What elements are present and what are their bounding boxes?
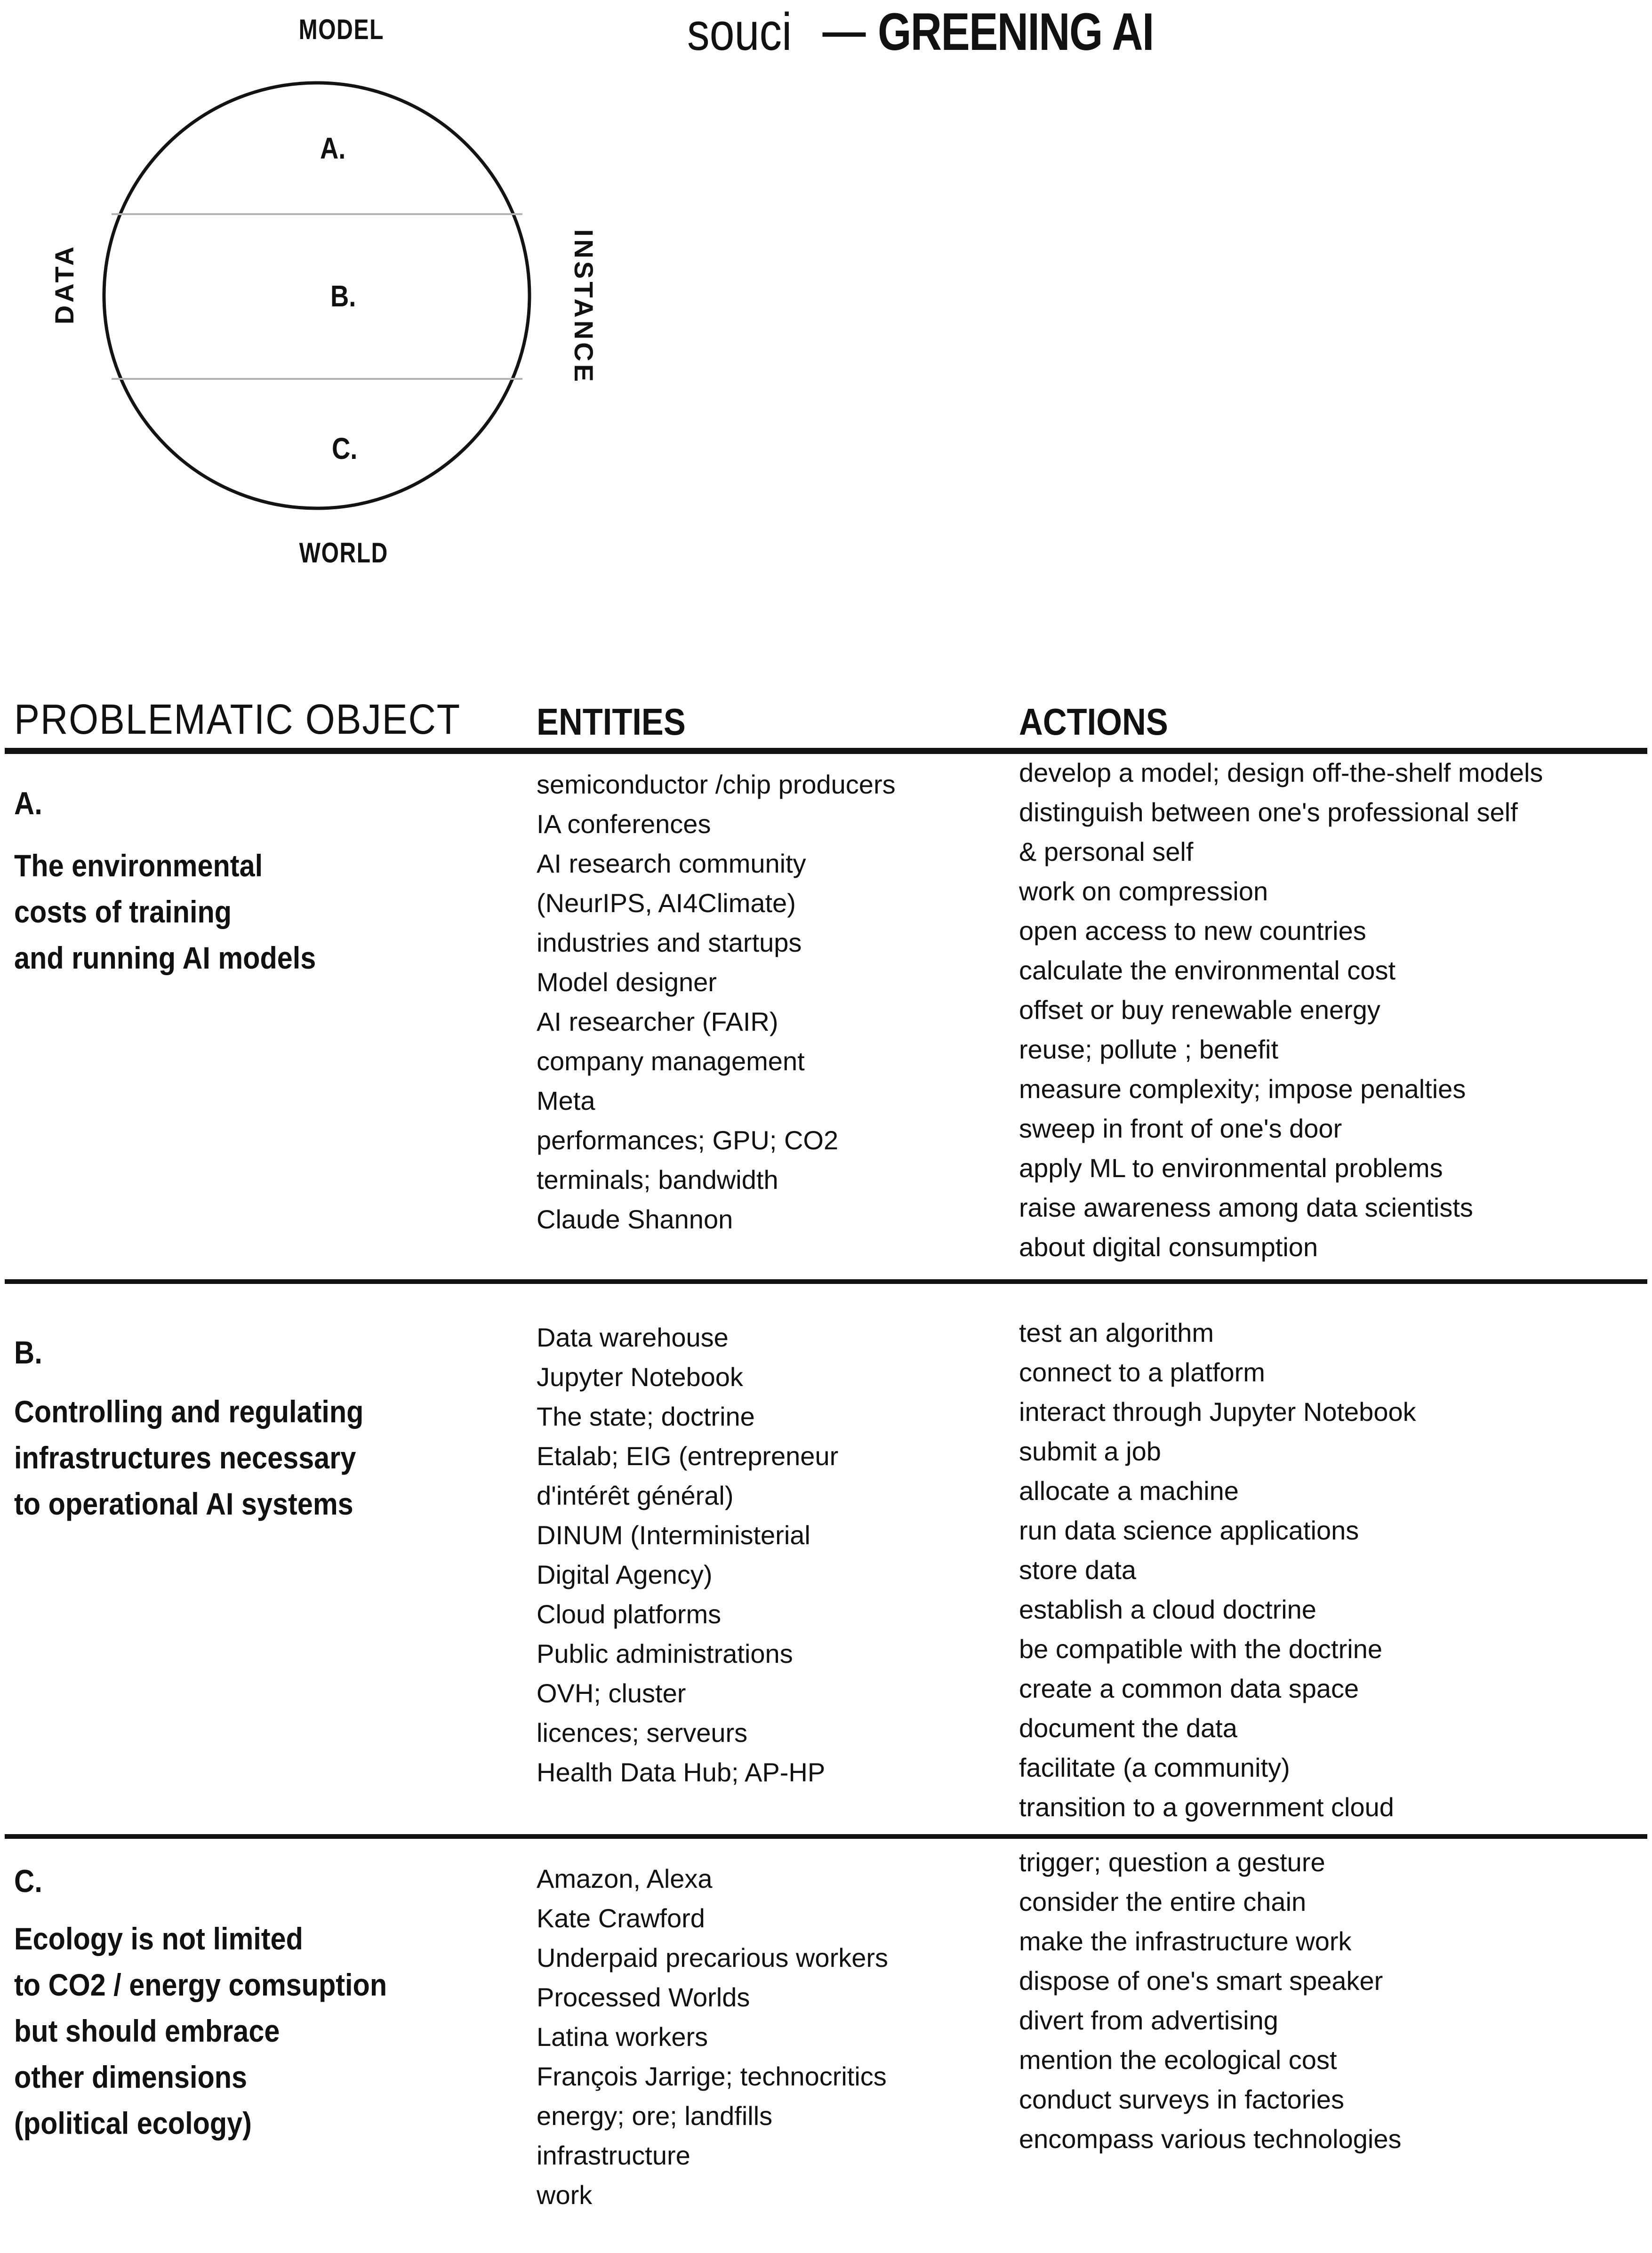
diagram-top-label-text: MODEL (298, 14, 384, 45)
column-header-problematic-object-text: PROBLEMATIC OBJECT (14, 696, 461, 743)
row-a-statement: The environmental costs of training and … (14, 842, 350, 981)
column-header-entities: ENTITIES (537, 700, 706, 744)
diagram-section-a: A. (320, 131, 350, 166)
row-divider-a-b (5, 1279, 1647, 1284)
diagram-bottom-label-text: WORLD (299, 537, 388, 569)
row-b-statement: Controlling and regulating infrastructur… (14, 1388, 402, 1527)
row-c-letter-text: C. (14, 1863, 42, 1899)
page-title: souci — GREENING AI (687, 1, 1214, 62)
diagram-section-b-text: B. (330, 279, 356, 313)
column-header-actions-text: ACTIONS (1019, 701, 1168, 743)
column-header-entities-text: ENTITIES (537, 701, 686, 743)
row-b-entities: Data warehouse Jupyter Notebook The stat… (537, 1323, 839, 1787)
page-title-dash: — (822, 7, 866, 56)
row-a-statement-text: The environmental costs of training and … (14, 848, 316, 975)
row-b-letter-text: B. (14, 1335, 42, 1371)
row-b-actions: test an algorithm connect to a platform … (1019, 1318, 1416, 1822)
column-header-actions: ACTIONS (1019, 700, 1188, 744)
diagram-section-a-text: A. (320, 131, 346, 165)
row-c-actions: trigger; question a gesture consider the… (1019, 1847, 1402, 2154)
diagram-right-label: INSTANCE (569, 229, 599, 385)
row-b-letter: B. (14, 1334, 46, 1371)
row-divider-b-c (5, 1834, 1647, 1839)
row-a-letter-text: A. (14, 786, 42, 821)
row-a-letter: A. (14, 785, 46, 822)
diagram-left-label: DATA (49, 244, 79, 325)
header-rule (5, 748, 1647, 754)
page-title-bold: GREENING AI (878, 2, 1154, 61)
page-title-light: souci (687, 2, 792, 61)
row-c-entities: Amazon, Alexa Kate Crawford Underpaid pr… (537, 1864, 889, 2210)
row-b-statement-text: Controlling and regulating infrastructur… (14, 1394, 364, 1521)
diagram-bottom-label: WORLD (288, 537, 388, 569)
row-a-entities: semiconductor /chip producers IA confere… (537, 770, 896, 1234)
row-a-actions: develop a model; design off-the-shelf mo… (1019, 758, 1543, 1262)
diagram-section-c: C. (332, 431, 362, 466)
row-c-statement-text: Ecology is not limited to CO2 / energy c… (14, 1921, 387, 2141)
column-header-problematic-object: PROBLEMATIC OBJECT (14, 696, 510, 744)
diagram-top-label: MODEL (288, 13, 387, 46)
row-c-statement: Ecology is not limited to CO2 / energy c… (14, 1916, 428, 2146)
diagram-section-c-text: C. (332, 432, 358, 465)
diagram-circle (102, 81, 531, 510)
row-c-letter: C. (14, 1863, 46, 1900)
diagram-section-b: B. (330, 279, 361, 313)
model-world-diagram (102, 81, 531, 510)
